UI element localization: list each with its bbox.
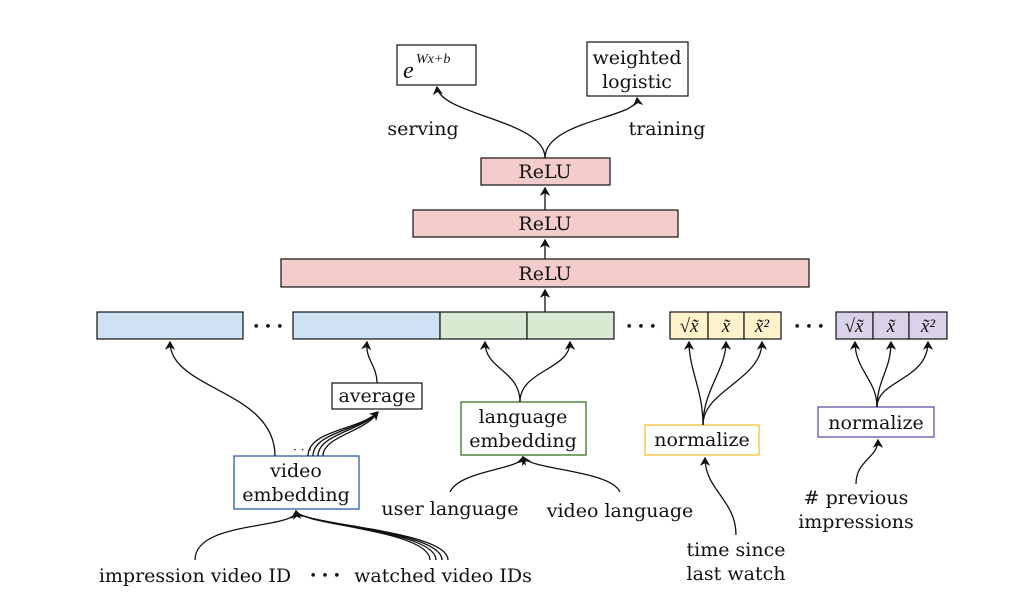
impressions-label: impressions [798, 511, 914, 533]
svg-text:e: e [403, 58, 414, 84]
last-watch-label: last watch [687, 563, 786, 585]
svg-text:ReLU: ReLU [518, 161, 571, 183]
small-ellipsis: · · · [293, 443, 312, 457]
svg-text:Wx+b: Wx+b [416, 52, 450, 67]
weighted-logistic-box: weighted logistic [586, 41, 689, 97]
svg-text:√x̃: √x̃ [845, 316, 865, 337]
svg-text:ReLU: ReLU [518, 263, 571, 285]
svg-text:logistic: logistic [602, 71, 672, 93]
svg-text:embedding: embedding [469, 430, 576, 452]
feature-vector: • • • • • • √x̃ x̃ x̃² • • • √x̃ x̃ x̃² [96, 311, 948, 340]
impression-video-embedding-cell [96, 311, 244, 340]
svg-text:language: language [479, 406, 568, 428]
user-language-label: user language [381, 498, 518, 520]
svg-text:normalize: normalize [654, 429, 750, 451]
svg-text:x̃: x̃ [721, 316, 731, 337]
serving-output-box: e Wx+b [396, 44, 477, 86]
svg-text:x̃: x̃ [886, 316, 896, 337]
serving-label: serving [387, 118, 458, 140]
language-embedding-box: language embedding [460, 401, 587, 456]
time-since-label: time since [687, 539, 786, 561]
svg-text:x̃²: x̃² [920, 316, 935, 337]
normalize-time-box: normalize [644, 424, 760, 456]
svg-text:ReLU: ReLU [518, 213, 571, 235]
svg-text:average: average [338, 385, 415, 407]
svg-text:√x̃: √x̃ [680, 316, 700, 337]
training-label: training [629, 118, 706, 140]
relu-layer-1: ReLU [280, 258, 810, 288]
ellipsis: • • • [793, 320, 824, 335]
arrow-to-training [544, 96, 644, 159]
ellipsis: • • • [252, 320, 283, 335]
svg-text:x̃²: x̃² [754, 316, 769, 337]
svg-text:normalize: normalize [828, 412, 924, 434]
average-box: average [331, 382, 423, 410]
svg-text:embedding: embedding [242, 484, 349, 506]
watched-average-cell [292, 311, 441, 340]
video-language-cell [526, 311, 615, 340]
impression-video-id-label: impression video ID [99, 565, 291, 587]
user-language-cell [439, 311, 528, 340]
video-embedding-box: video embedding [233, 455, 360, 510]
svg-text:video: video [269, 460, 322, 482]
arrow-to-serving [432, 85, 546, 159]
relu-layer-3: ReLU [480, 157, 611, 186]
ellipsis: • • • [625, 320, 656, 335]
relu-layer-2: ReLU [412, 209, 679, 238]
video-language-label: video language [546, 500, 693, 522]
svg-text:weighted: weighted [592, 47, 681, 69]
ellipsis: • • • [309, 569, 340, 584]
watched-video-ids-label: watched video IDs [354, 565, 532, 587]
normalize-impressions-box: normalize [817, 406, 935, 438]
previous-impressions-label: # previous [804, 487, 909, 509]
